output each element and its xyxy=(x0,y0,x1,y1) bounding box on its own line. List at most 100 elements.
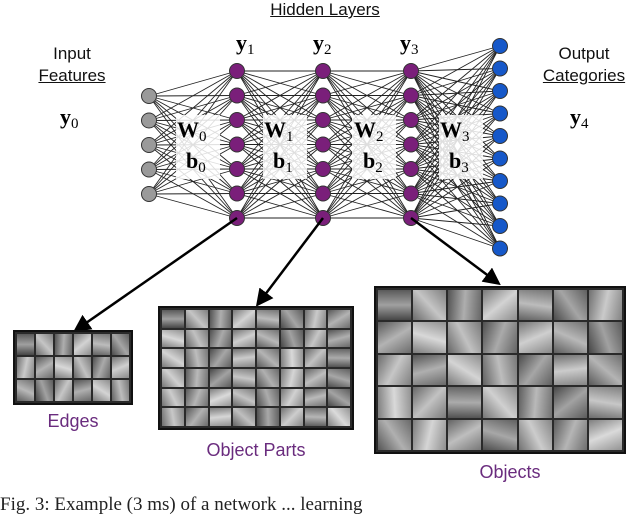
feature-tile xyxy=(280,368,303,387)
node-layer4-9 xyxy=(492,240,508,257)
feature-tile xyxy=(93,380,110,401)
input-label-line1: Input xyxy=(53,44,91,63)
feature-tile xyxy=(280,408,303,426)
feature-tile xyxy=(304,408,327,426)
edge xyxy=(322,70,412,145)
feature-tile xyxy=(518,387,552,418)
feature-tile xyxy=(588,354,622,386)
feature-tile xyxy=(378,387,412,418)
figure-caption-partial: Fig. 3: Example (3 ms) of a network ... … xyxy=(0,494,363,515)
feature-tile xyxy=(553,322,587,353)
feature-tile xyxy=(304,349,327,367)
objects-caption: Objects xyxy=(479,462,541,482)
feature-tile xyxy=(483,354,517,386)
edge xyxy=(410,95,501,114)
feature-tile xyxy=(55,357,72,378)
edge xyxy=(236,168,324,219)
feature-tile xyxy=(233,349,255,367)
node-layer1-2 xyxy=(229,112,245,128)
node-layer3-4 xyxy=(403,161,419,177)
feature-tile xyxy=(233,388,255,407)
feature-tile xyxy=(413,354,447,386)
feature-tile xyxy=(93,334,110,355)
feature-tile xyxy=(162,408,184,426)
feature-tile xyxy=(185,408,208,426)
feature-tile xyxy=(280,310,303,328)
feature-tile xyxy=(413,322,447,353)
edge xyxy=(410,45,501,170)
feature-tile xyxy=(448,354,482,386)
hidden-layers-title: Hidden Layers xyxy=(270,0,380,19)
weight-label-0: W0 xyxy=(177,117,207,145)
feature-tile xyxy=(304,388,327,407)
feature-tile xyxy=(448,419,482,450)
feature-tile xyxy=(257,310,279,328)
object-parts-feature-grid xyxy=(158,306,354,430)
edge xyxy=(410,158,501,219)
bias-label-1: b1 xyxy=(273,148,293,176)
hidden-symbol-2: y2 xyxy=(313,30,332,58)
node-layer2-5 xyxy=(315,185,331,202)
edge xyxy=(148,168,238,195)
edge xyxy=(410,90,501,121)
feature-tile xyxy=(55,380,72,401)
feature-tile xyxy=(209,310,232,328)
node-layer4-2 xyxy=(492,83,508,99)
node-layer4-6 xyxy=(492,173,508,189)
output-label-line2: Categories xyxy=(542,66,626,85)
feature-tile xyxy=(36,334,53,355)
edge xyxy=(148,70,238,146)
feature-tile xyxy=(233,329,255,348)
edge xyxy=(410,70,501,92)
feature-tile xyxy=(162,329,184,348)
feature-tile xyxy=(518,322,552,353)
feature-tile xyxy=(17,380,34,401)
node-layer4-3 xyxy=(492,105,508,122)
edge xyxy=(236,193,324,219)
feature-tile xyxy=(257,349,279,367)
feature-tile xyxy=(378,322,412,353)
feature-tile xyxy=(162,310,184,328)
edge xyxy=(148,193,238,219)
edge xyxy=(410,70,501,137)
node-layer4-7 xyxy=(492,195,508,212)
feature-tile xyxy=(257,408,279,426)
edge xyxy=(148,70,238,97)
edge xyxy=(410,144,501,227)
bias-label-0: b0 xyxy=(186,148,206,176)
feature-tile xyxy=(378,419,412,450)
edge xyxy=(322,70,412,96)
node-layer0-1 xyxy=(141,112,157,129)
edge xyxy=(410,193,501,204)
edge xyxy=(410,45,501,121)
hidden-symbol-1: y1 xyxy=(236,30,255,58)
edge xyxy=(148,193,238,195)
edge xyxy=(410,45,501,96)
node-layer1-4 xyxy=(229,161,245,177)
feature-tile xyxy=(518,419,552,450)
node-layer2-0 xyxy=(315,63,331,79)
feature-tile xyxy=(257,329,279,348)
bias-label-3: b3 xyxy=(449,148,469,176)
output-label-line1: Output xyxy=(558,44,610,63)
feature-tile xyxy=(209,368,232,387)
edge xyxy=(236,70,324,121)
node-layer1-1 xyxy=(229,87,245,104)
node-layer3-2 xyxy=(403,112,419,128)
edge xyxy=(410,203,501,219)
feature-tile xyxy=(588,322,622,353)
feature-tile xyxy=(185,349,208,367)
edge xyxy=(410,68,501,121)
feature-tile xyxy=(74,380,91,401)
edge xyxy=(236,144,324,219)
node-layer4-8 xyxy=(492,218,508,234)
feature-tile xyxy=(588,419,622,450)
feature-tile xyxy=(328,329,350,348)
input-label-line2: Features xyxy=(38,66,106,85)
feature-tile xyxy=(553,387,587,418)
feature-tile xyxy=(518,290,552,321)
edges-caption: Edges xyxy=(47,411,99,431)
feature-tile xyxy=(280,329,303,348)
feature-tile xyxy=(74,334,91,355)
node-layer4-4 xyxy=(492,128,508,144)
